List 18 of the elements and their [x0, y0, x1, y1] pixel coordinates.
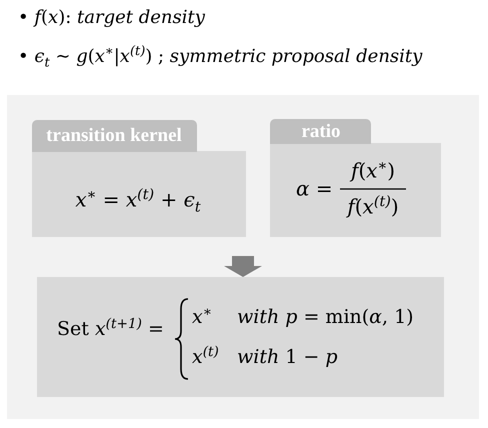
tab-title: transition kernel [46, 126, 182, 146]
case-value: x$^{∗}$ [192, 306, 212, 330]
case-condition: with p = min(α, 1) [237, 306, 414, 330]
process-box [37, 277, 444, 397]
background-panel [7, 95, 479, 419]
folder-card [270, 119, 441, 237]
folder-card [32, 120, 246, 237]
formula-lhs: α = [296, 176, 333, 202]
tab-title: ratio [301, 122, 341, 142]
formula: x$^{∗}$ = x$^{(t)}$ + ϵ$_{t}$ [75, 188, 201, 212]
bullet-text: • ϵ$_{t}$ ~ g(x$^{∗}$|x$^{(t)}$) ; symmetric proposal density [18, 46, 422, 68]
block-arrow [224, 256, 262, 277]
formula-lhs: Set x$^{(t+1)}$ = [57, 318, 164, 342]
case-condition: with 1 − p [237, 346, 338, 370]
case-value: x$^{(t)}$ [192, 346, 219, 370]
fraction-denominator: f(x$^{(t)}$) [347, 194, 399, 220]
fraction-numerator: f(x$^{∗}$) [350, 158, 396, 184]
bullet-text: • f(x): target density [18, 6, 205, 30]
